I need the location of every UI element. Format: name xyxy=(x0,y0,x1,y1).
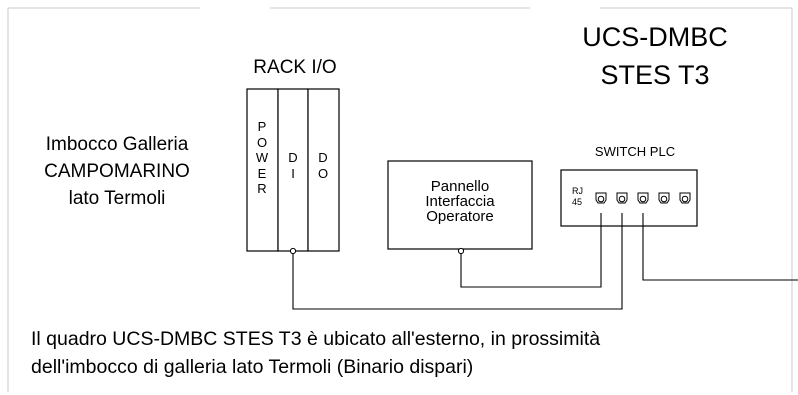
rack-power-letter: P xyxy=(257,119,267,134)
rack-power-letter: E xyxy=(257,165,267,181)
rack-di-connector xyxy=(289,247,297,255)
rj45-port-connector xyxy=(660,195,668,203)
panel-label-line1: Pannello xyxy=(430,178,490,195)
rack-do-letter: D xyxy=(318,150,328,165)
location-line3: lato Termoli xyxy=(68,188,166,209)
station-title-line1: UCS-DMBC xyxy=(582,22,728,52)
switch-label: SWITCH PLC xyxy=(594,144,676,159)
cable-rack-di-to-switch xyxy=(292,213,623,310)
panel-label-line3: Operatore xyxy=(426,208,494,225)
cable-panel-to-switch xyxy=(460,213,602,288)
location-line2: CAMPOMARINO xyxy=(44,161,190,182)
rack-di-label: D I xyxy=(283,150,303,181)
cable-switch-uplink xyxy=(642,213,798,281)
note-line2: dell'imbocco di galleria lato Termoli (B… xyxy=(31,356,474,378)
rack-module-power xyxy=(246,88,279,252)
operator-panel-connector xyxy=(457,247,465,255)
station-title-line2: STES T3 xyxy=(600,60,710,90)
switch-port-type-line2: 45 xyxy=(572,197,583,207)
rack-di-letter: D xyxy=(288,150,298,165)
rj45-port-connector xyxy=(597,195,605,203)
rj45-port-connector xyxy=(639,195,647,203)
rack-label: RACK I/O xyxy=(253,57,337,78)
rj45-port-connector xyxy=(681,195,689,203)
switch-plc-box xyxy=(560,169,698,227)
operator-panel-box xyxy=(387,160,533,250)
rack-power-label: P O W E R xyxy=(252,119,272,197)
rack-di-letter: I xyxy=(291,165,295,181)
rack-power-letter: R xyxy=(257,181,267,196)
panel-label-line2: Interfaccia xyxy=(425,193,495,210)
note-line1: Il quadro UCS-DMBC STES T3 è ubicato all… xyxy=(31,328,601,350)
switch-ports xyxy=(595,192,691,204)
rack-do-label: D O xyxy=(313,150,333,181)
location-line1: Imbocco Galleria xyxy=(45,134,189,155)
rj45-port-connector xyxy=(618,195,626,203)
rack-do-letter: O xyxy=(317,165,329,181)
rack-module-do xyxy=(307,88,340,252)
rack-power-letter: W xyxy=(255,150,269,165)
switch-port-type-line1: RJ xyxy=(572,186,583,196)
rack-power-letter: O xyxy=(256,134,268,150)
